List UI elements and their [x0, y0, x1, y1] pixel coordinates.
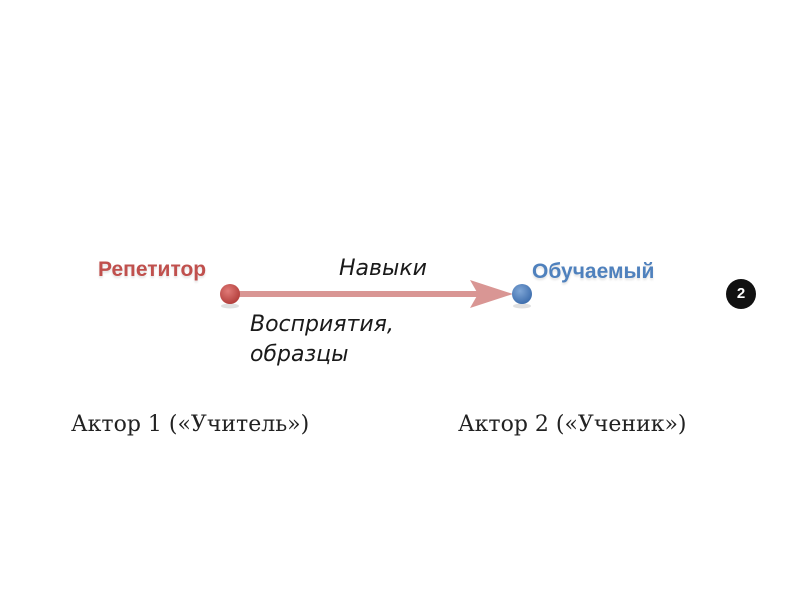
edge-label-perceptions: Восприятия, образцы [250, 312, 394, 367]
target-node-label: Обучаемый [532, 260, 655, 283]
target-node-shadow [513, 303, 531, 309]
page-number-badge: 2 [726, 279, 756, 309]
actor-2-label: Актор 2 («Ученик») [458, 412, 687, 437]
source-node-shadow [221, 303, 239, 309]
edge-arrow-head [470, 280, 513, 308]
edge-label-skills: Навыки [339, 256, 427, 281]
target-node [512, 284, 532, 304]
source-node [220, 284, 240, 304]
actor-1-label: Актор 1 («Учитель») [71, 412, 310, 437]
source-node-label: Репетитор [98, 258, 207, 281]
